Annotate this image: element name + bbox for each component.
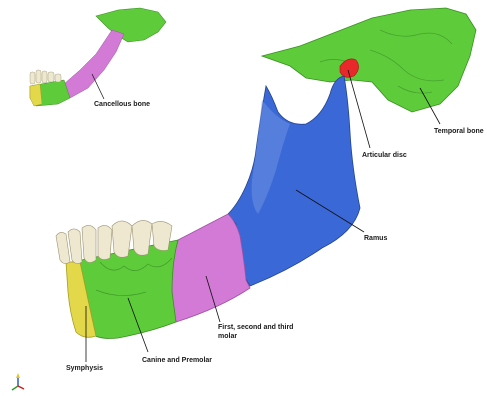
label-molar-line2: molar xyxy=(218,333,237,340)
inset-cancellous-ramus xyxy=(64,30,124,98)
inset-temporal-bone xyxy=(96,8,166,42)
label-cancellous-bone: Cancellous bone xyxy=(94,101,150,108)
temporal-bone xyxy=(262,8,476,112)
label-molar-line1: First, second and third xyxy=(218,324,293,331)
inset-symphysis xyxy=(30,84,42,106)
label-articular-disc: Articular disc xyxy=(362,152,407,159)
molar-region xyxy=(172,214,251,322)
inset-teeth xyxy=(30,70,61,84)
inset-model xyxy=(30,8,166,106)
axis-triad-icon xyxy=(12,373,24,390)
label-symphysis: Symphysis xyxy=(66,365,103,372)
label-temporal-bone: Temporal bone xyxy=(434,128,484,135)
label-ramus: Ramus xyxy=(364,235,387,242)
ramus xyxy=(228,76,360,286)
label-canine-premolar: Canine and Premolar xyxy=(142,357,212,364)
leader-cancellous xyxy=(92,74,104,99)
